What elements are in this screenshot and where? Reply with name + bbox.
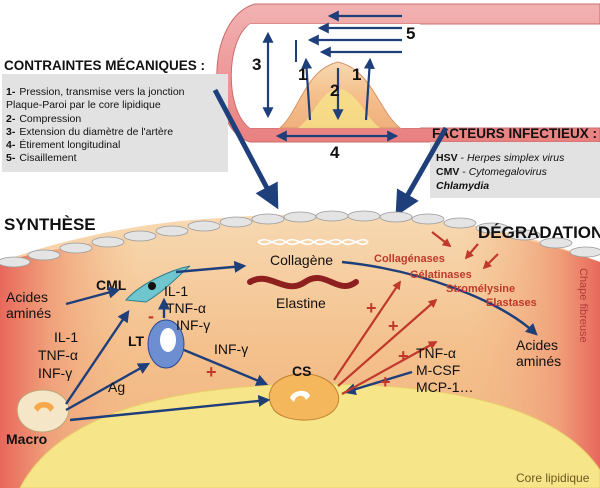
lt-label: LT [128, 333, 145, 349]
svg-text:HSV - Herpes simplex virus: HSV - Herpes simplex virus [436, 152, 565, 164]
svg-text:CMV - Cytomegalovirus: CMV - Cytomegalovirus [436, 166, 548, 178]
infectious-panel-title: FACTEURS INFECTIEUX : [432, 126, 597, 141]
inf-lt: INF-γ [214, 341, 248, 357]
mechanical-item-4-num: 4- [6, 139, 16, 151]
mechanical-item-5-num: 5- [6, 152, 16, 164]
degradation-title: DÉGRADATION [478, 223, 600, 242]
core-lipidique-label: Core lipidique [516, 471, 590, 485]
il1-cml: IL-1 [164, 283, 188, 299]
enzyme-stromelysine: Stromélysine [446, 283, 515, 295]
acides-right-line2: aminés [516, 353, 561, 369]
infectious-item-1-name: Herpes simplex virus [467, 152, 565, 164]
macro-label: Macro [6, 431, 47, 447]
collagene-label: Collagène [270, 252, 333, 268]
mechanical-item-1-num: 1- [6, 86, 16, 98]
svg-text:Plaque-Paroi par le core lipid: Plaque-Paroi par le core lipidique [6, 99, 161, 111]
acides-left-line2: aminés [6, 305, 51, 321]
svg-text:4-Étirement longitudinal: 4-Étirement longitudinal [6, 138, 120, 151]
vessel-number-3: 3 [252, 55, 261, 74]
svg-text:1-Pression, transmise vers la: 1-Pression, transmise vers la jonction [6, 86, 185, 98]
inf-left: INF-γ [38, 365, 72, 381]
infectious-item-2-name: Cytomegalovirus [469, 166, 548, 178]
infectious-panel: FACTEURS INFECTIEUX : HSV - Herpes simpl… [430, 126, 600, 198]
mechanical-item-2-text: Compression [19, 113, 81, 125]
acides-left-line1: Acides [6, 289, 48, 305]
mcp1-label: MCP-1… [416, 379, 474, 395]
tnf-left: TNF-α [38, 347, 78, 363]
signal-arrows [65, 260, 538, 422]
mcsf-label: M-CSF [416, 362, 460, 378]
mechanical-arrow [212, 88, 279, 210]
plus-sign-2: + [388, 316, 399, 336]
vessel-number-4: 4 [330, 143, 340, 162]
tnf-cml: TNF-α [166, 300, 206, 316]
collagen-fiber [257, 238, 369, 246]
svg-text:5-Cisaillement: 5-Cisaillement [6, 152, 77, 164]
infectious-item-2-sep: - [459, 166, 468, 178]
tnf-right: TNF-α [416, 345, 456, 361]
infectious-item-3-name: Chlamydia [436, 180, 489, 192]
vessel-number-1a: 1 [298, 65, 307, 84]
mechanical-item-1-text: Pression, transmise vers la jonction [19, 86, 184, 98]
svg-text:2-Compression: 2-Compression [6, 113, 81, 125]
vessel-arrows [262, 10, 402, 142]
infectious-item-1-abbr: HSV [436, 152, 458, 164]
vessel-number-2: 2 [330, 81, 339, 100]
il1-left: IL-1 [54, 329, 78, 345]
elastin-fiber [247, 274, 359, 290]
cs-cell [268, 373, 340, 421]
cs-label: CS [292, 363, 311, 379]
plus-sign-4: + [380, 372, 391, 392]
mechanical-item-5-text: Cisaillement [19, 152, 76, 164]
enzyme-collagenases: Collagénases [374, 253, 445, 265]
mechanical-item-4-text: Étirement longitudinal [19, 138, 120, 151]
mechanical-item-1b-text: Plaque-Paroi par le core lipidique [6, 99, 161, 111]
mechanical-item-2-num: 2- [6, 113, 16, 125]
svg-text:3-Extension du diamètre de l'a: 3-Extension du diamètre de l'artère [6, 126, 173, 138]
plus-sign-1: + [366, 298, 377, 318]
infectious-item-1-sep: - [458, 152, 467, 164]
plus-sign-lt: + [206, 362, 217, 382]
inf-cml: INF-γ [176, 317, 210, 333]
plus-sign-3: + [398, 346, 409, 366]
lt-cell [147, 319, 185, 369]
minus-sign: - [148, 306, 154, 326]
mechanical-item-3-text: Extension du diamètre de l'artère [19, 126, 173, 138]
enzyme-elastases: Elastases [486, 297, 537, 309]
macro-cell [16, 389, 70, 433]
elastine-label: Elastine [276, 295, 326, 311]
enzyme-gelatinases: Gélatinases [410, 269, 472, 281]
infectious-item-2-abbr: CMV [436, 166, 459, 178]
degradation-arrows [333, 231, 499, 395]
mechanical-panel: CONTRAINTES MÉCANIQUES : 1-Pression, tra… [2, 58, 228, 172]
vessel-number-5: 5 [406, 24, 415, 43]
synthese-title: SYNTHÈSE [4, 215, 96, 234]
acides-right-line1: Acides [516, 337, 558, 353]
vessel-number-1b: 1 [352, 65, 361, 84]
mechanical-item-3-num: 3- [6, 126, 16, 138]
endothelium [0, 210, 600, 268]
chape-fibreuse-label: Chape fibreuse [577, 268, 589, 343]
infectious-arrow [395, 126, 449, 217]
mechanical-panel-title: CONTRAINTES MÉCANIQUES : [4, 58, 205, 73]
ag-label: Ag [108, 379, 125, 395]
cml-cell [124, 265, 191, 303]
